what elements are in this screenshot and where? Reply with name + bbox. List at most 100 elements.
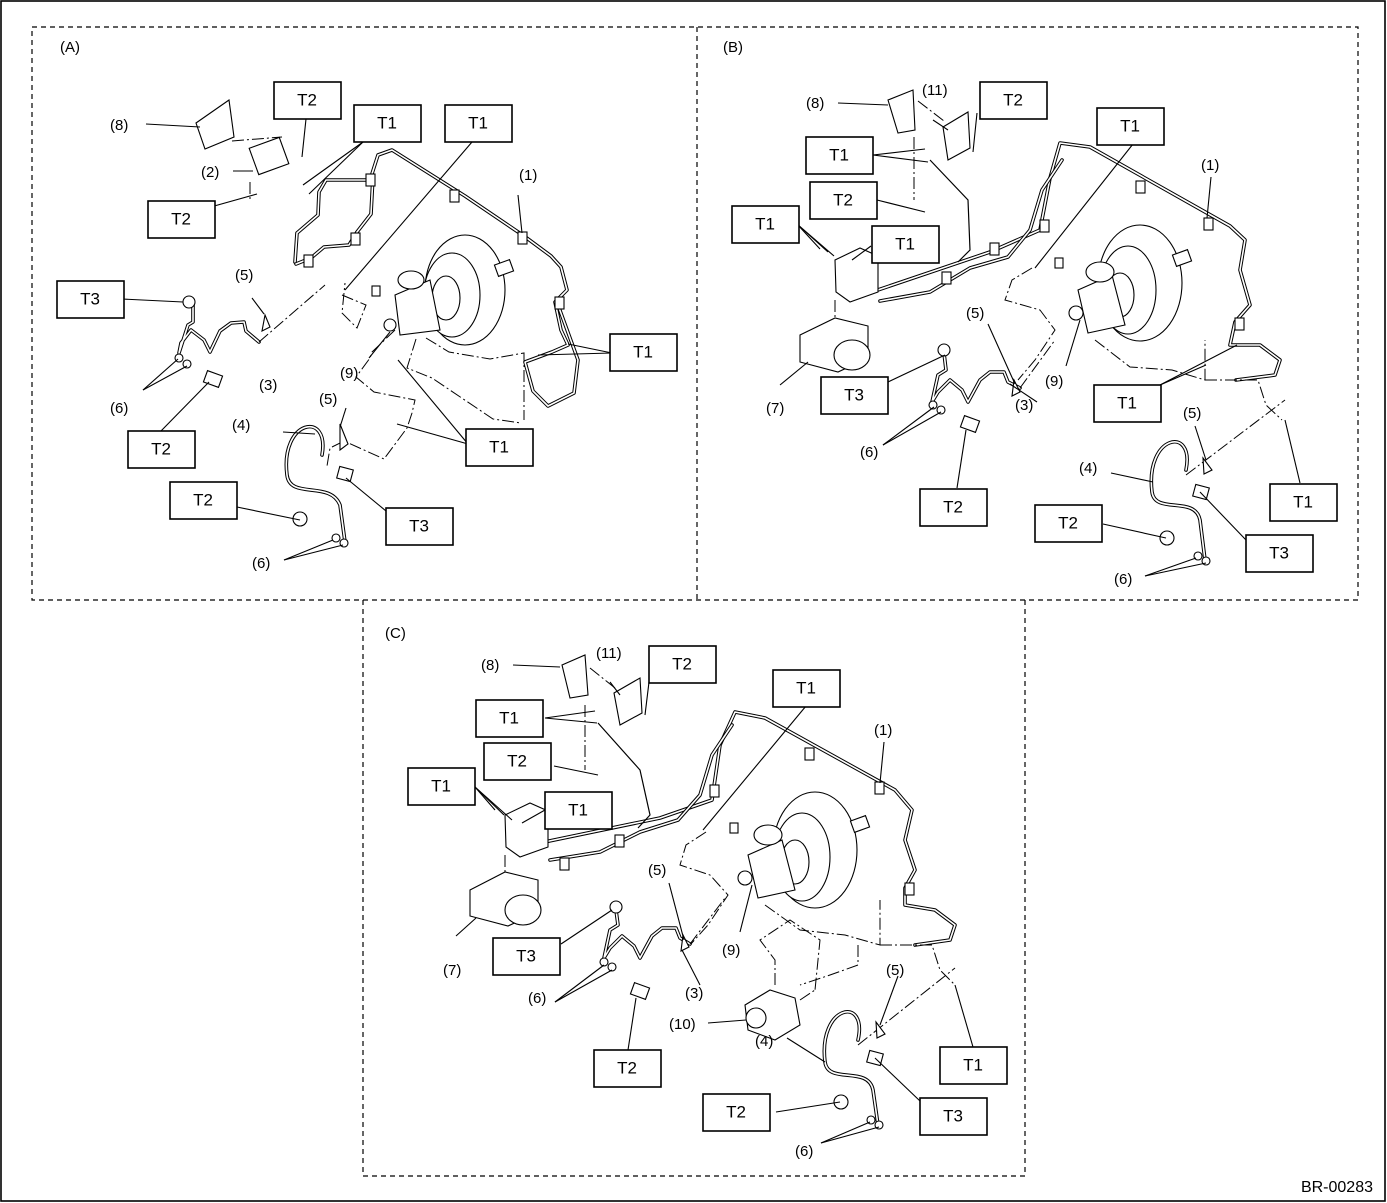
- callout-5: (5): [966, 305, 984, 322]
- reservoir-cap: [397, 270, 425, 290]
- leaders-a: [121, 118, 613, 561]
- callout-4: (4): [755, 1033, 773, 1050]
- torque-t3-box: T3: [1245, 534, 1314, 573]
- torque-t3-box: T3: [385, 507, 454, 546]
- leaders-b: [779, 102, 1301, 577]
- diagram-code: BR-00283: [1301, 1179, 1373, 1196]
- svg-text:T1: T1: [829, 146, 849, 165]
- svg-text:T2: T2: [193, 491, 213, 510]
- bracket-8: [195, 99, 235, 150]
- callout-7: (7): [766, 400, 784, 417]
- torque-t2-box: T2: [593, 1049, 662, 1088]
- torque-t1-box: T1: [475, 699, 544, 738]
- torque-t2-box: T2: [169, 481, 238, 520]
- callout-11: (11): [922, 82, 948, 99]
- svg-text:T3: T3: [409, 517, 429, 536]
- callout-9: (9): [340, 365, 358, 382]
- torque-t2-box: T2: [127, 430, 196, 469]
- torque-t1-box: T1: [544, 791, 613, 830]
- callout-5: (5): [886, 962, 904, 979]
- svg-text:T1: T1: [568, 801, 588, 820]
- torque-t2-box: T2: [648, 645, 717, 684]
- torque-t1-box: T1: [1269, 483, 1338, 522]
- svg-text:T2: T2: [833, 191, 853, 210]
- svg-text:T2: T2: [617, 1059, 637, 1078]
- svg-text:T1: T1: [489, 438, 509, 457]
- callout-5: (5): [319, 391, 337, 408]
- callout-5: (5): [648, 862, 666, 879]
- torque-t1-box: T1: [871, 225, 940, 264]
- callout-3: (3): [1015, 397, 1033, 414]
- torque-t1-box: T1: [407, 767, 476, 806]
- svg-text:T1: T1: [895, 235, 915, 254]
- torque-t2-box: T2: [273, 81, 342, 120]
- svg-text:T1: T1: [1293, 493, 1313, 512]
- torque-t2-box: T2: [147, 200, 216, 239]
- torque-t2-box: T2: [702, 1093, 771, 1132]
- callout-1: (1): [519, 167, 537, 184]
- torque-t3-box: T3: [492, 937, 561, 976]
- svg-text:T2: T2: [726, 1103, 746, 1122]
- torque-t1-box: T1: [731, 205, 800, 244]
- torque-t2-box: T2: [483, 742, 552, 781]
- torque-t1-box: T1: [1096, 107, 1165, 146]
- panel-label-b: (B): [723, 39, 743, 56]
- svg-text:T2: T2: [1058, 514, 1078, 533]
- callout-7: (7): [443, 962, 461, 979]
- panel-b-drawing: [799, 89, 1286, 566]
- svg-text:T1: T1: [377, 114, 397, 133]
- callout-6: (6): [252, 555, 270, 572]
- torque-t3-box: T3: [820, 376, 889, 415]
- svg-text:T3: T3: [80, 290, 100, 309]
- panel-c-drawing: [469, 654, 957, 1130]
- svg-text:T1: T1: [796, 679, 816, 698]
- svg-text:T2: T2: [151, 440, 171, 459]
- svg-text:T1: T1: [468, 114, 488, 133]
- svg-text:T3: T3: [943, 1107, 963, 1126]
- torque-t1-box: T1: [772, 669, 841, 708]
- svg-text:T1: T1: [963, 1056, 983, 1075]
- callout-8: (8): [110, 117, 128, 134]
- svg-text:T3: T3: [1269, 544, 1289, 563]
- callout-2: (2): [201, 164, 219, 181]
- svg-text:T3: T3: [844, 386, 864, 405]
- torque-t1-box: T1: [465, 428, 534, 467]
- torque-t1-box: T1: [1093, 384, 1162, 423]
- callout-3: (3): [685, 985, 703, 1002]
- panel-label-c: (C): [385, 625, 406, 642]
- callout-1: (1): [1201, 157, 1219, 174]
- svg-text:T1: T1: [1117, 394, 1137, 413]
- callout-4: (4): [1079, 460, 1097, 477]
- callout-8: (8): [806, 95, 824, 112]
- callout-6: (6): [860, 444, 878, 461]
- svg-text:T2: T2: [297, 91, 317, 110]
- part-callouts: (8) (2) (1) (5) (9) (3) (6) (5) (4) (6) …: [110, 82, 1219, 1160]
- valve-2: [248, 136, 290, 176]
- torque-t1-box: T1: [609, 333, 678, 372]
- torque-t1-box: T1: [444, 104, 513, 143]
- callout-5: (5): [235, 267, 253, 284]
- callout-1: (1): [874, 722, 892, 739]
- svg-text:T2: T2: [1003, 91, 1023, 110]
- panel-border-outline: [31, 26, 1359, 1177]
- svg-text:T1: T1: [1120, 117, 1140, 136]
- torque-t2-box: T2: [979, 81, 1048, 120]
- callout-3: (3): [259, 377, 277, 394]
- torque-t3-box: T3: [56, 280, 125, 319]
- torque-t3-box: T3: [919, 1097, 988, 1136]
- callout-6: (6): [795, 1143, 813, 1160]
- callout-10: (10): [669, 1016, 696, 1033]
- callout-11: (11): [596, 645, 622, 662]
- callout-9: (9): [1045, 373, 1063, 390]
- svg-text:T2: T2: [672, 655, 692, 674]
- callout-6: (6): [110, 400, 128, 417]
- svg-text:T2: T2: [943, 498, 963, 517]
- torque-t2-box: T2: [809, 181, 878, 220]
- torque-t1-box: T1: [353, 104, 422, 143]
- svg-text:T1: T1: [431, 777, 451, 796]
- svg-text:T1: T1: [633, 343, 653, 362]
- svg-text:T2: T2: [171, 210, 191, 229]
- callout-6: (6): [1114, 571, 1132, 588]
